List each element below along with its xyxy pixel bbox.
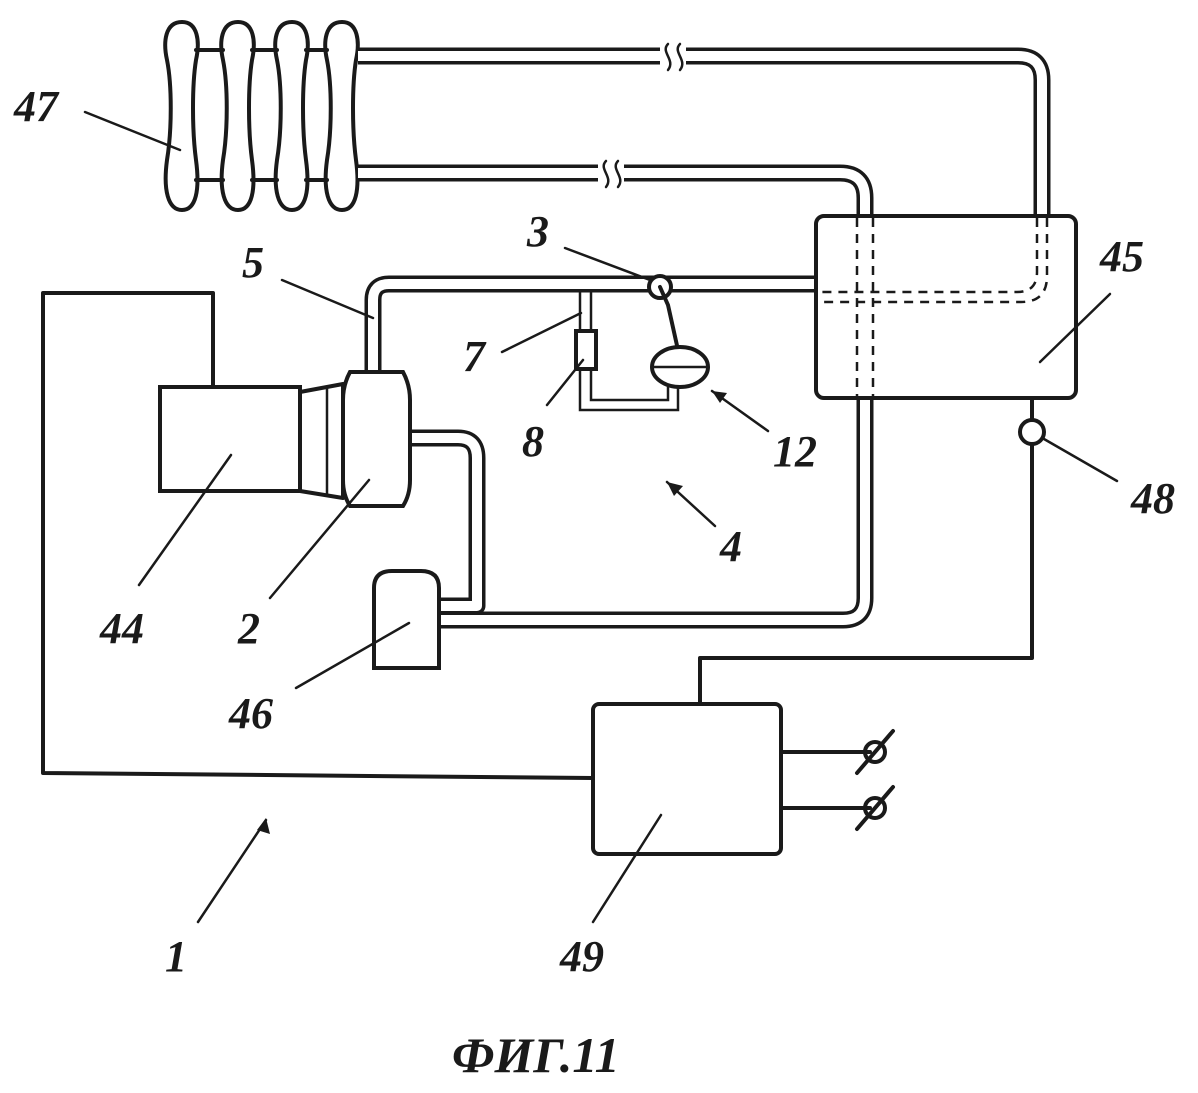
label-48: 48	[1130, 474, 1175, 523]
label-2: 2	[237, 604, 260, 653]
compressor-2	[343, 372, 410, 506]
receiver-46	[374, 571, 439, 668]
label-3: 3	[526, 207, 549, 256]
label-5: 5	[242, 238, 264, 287]
label-45: 45	[1099, 232, 1144, 281]
radiator-47	[165, 22, 358, 210]
label-4: 4	[719, 522, 742, 571]
figure-caption: ФИГ.11	[452, 1027, 620, 1083]
radiator-supply-pipe	[358, 44, 1042, 218]
sensor-48	[1020, 398, 1044, 444]
label-47: 47	[13, 82, 60, 131]
label-7: 7	[463, 332, 487, 381]
label-12: 12	[773, 427, 817, 476]
engine-44	[160, 384, 343, 498]
label-46: 46	[228, 689, 273, 738]
actuator-12	[652, 347, 708, 387]
label-44: 44	[99, 604, 144, 653]
radiator-return-pipe	[358, 161, 865, 218]
label-1: 1	[165, 932, 187, 981]
label-49: 49	[559, 932, 604, 981]
tank-45	[816, 216, 1076, 398]
label-8: 8	[522, 417, 544, 466]
